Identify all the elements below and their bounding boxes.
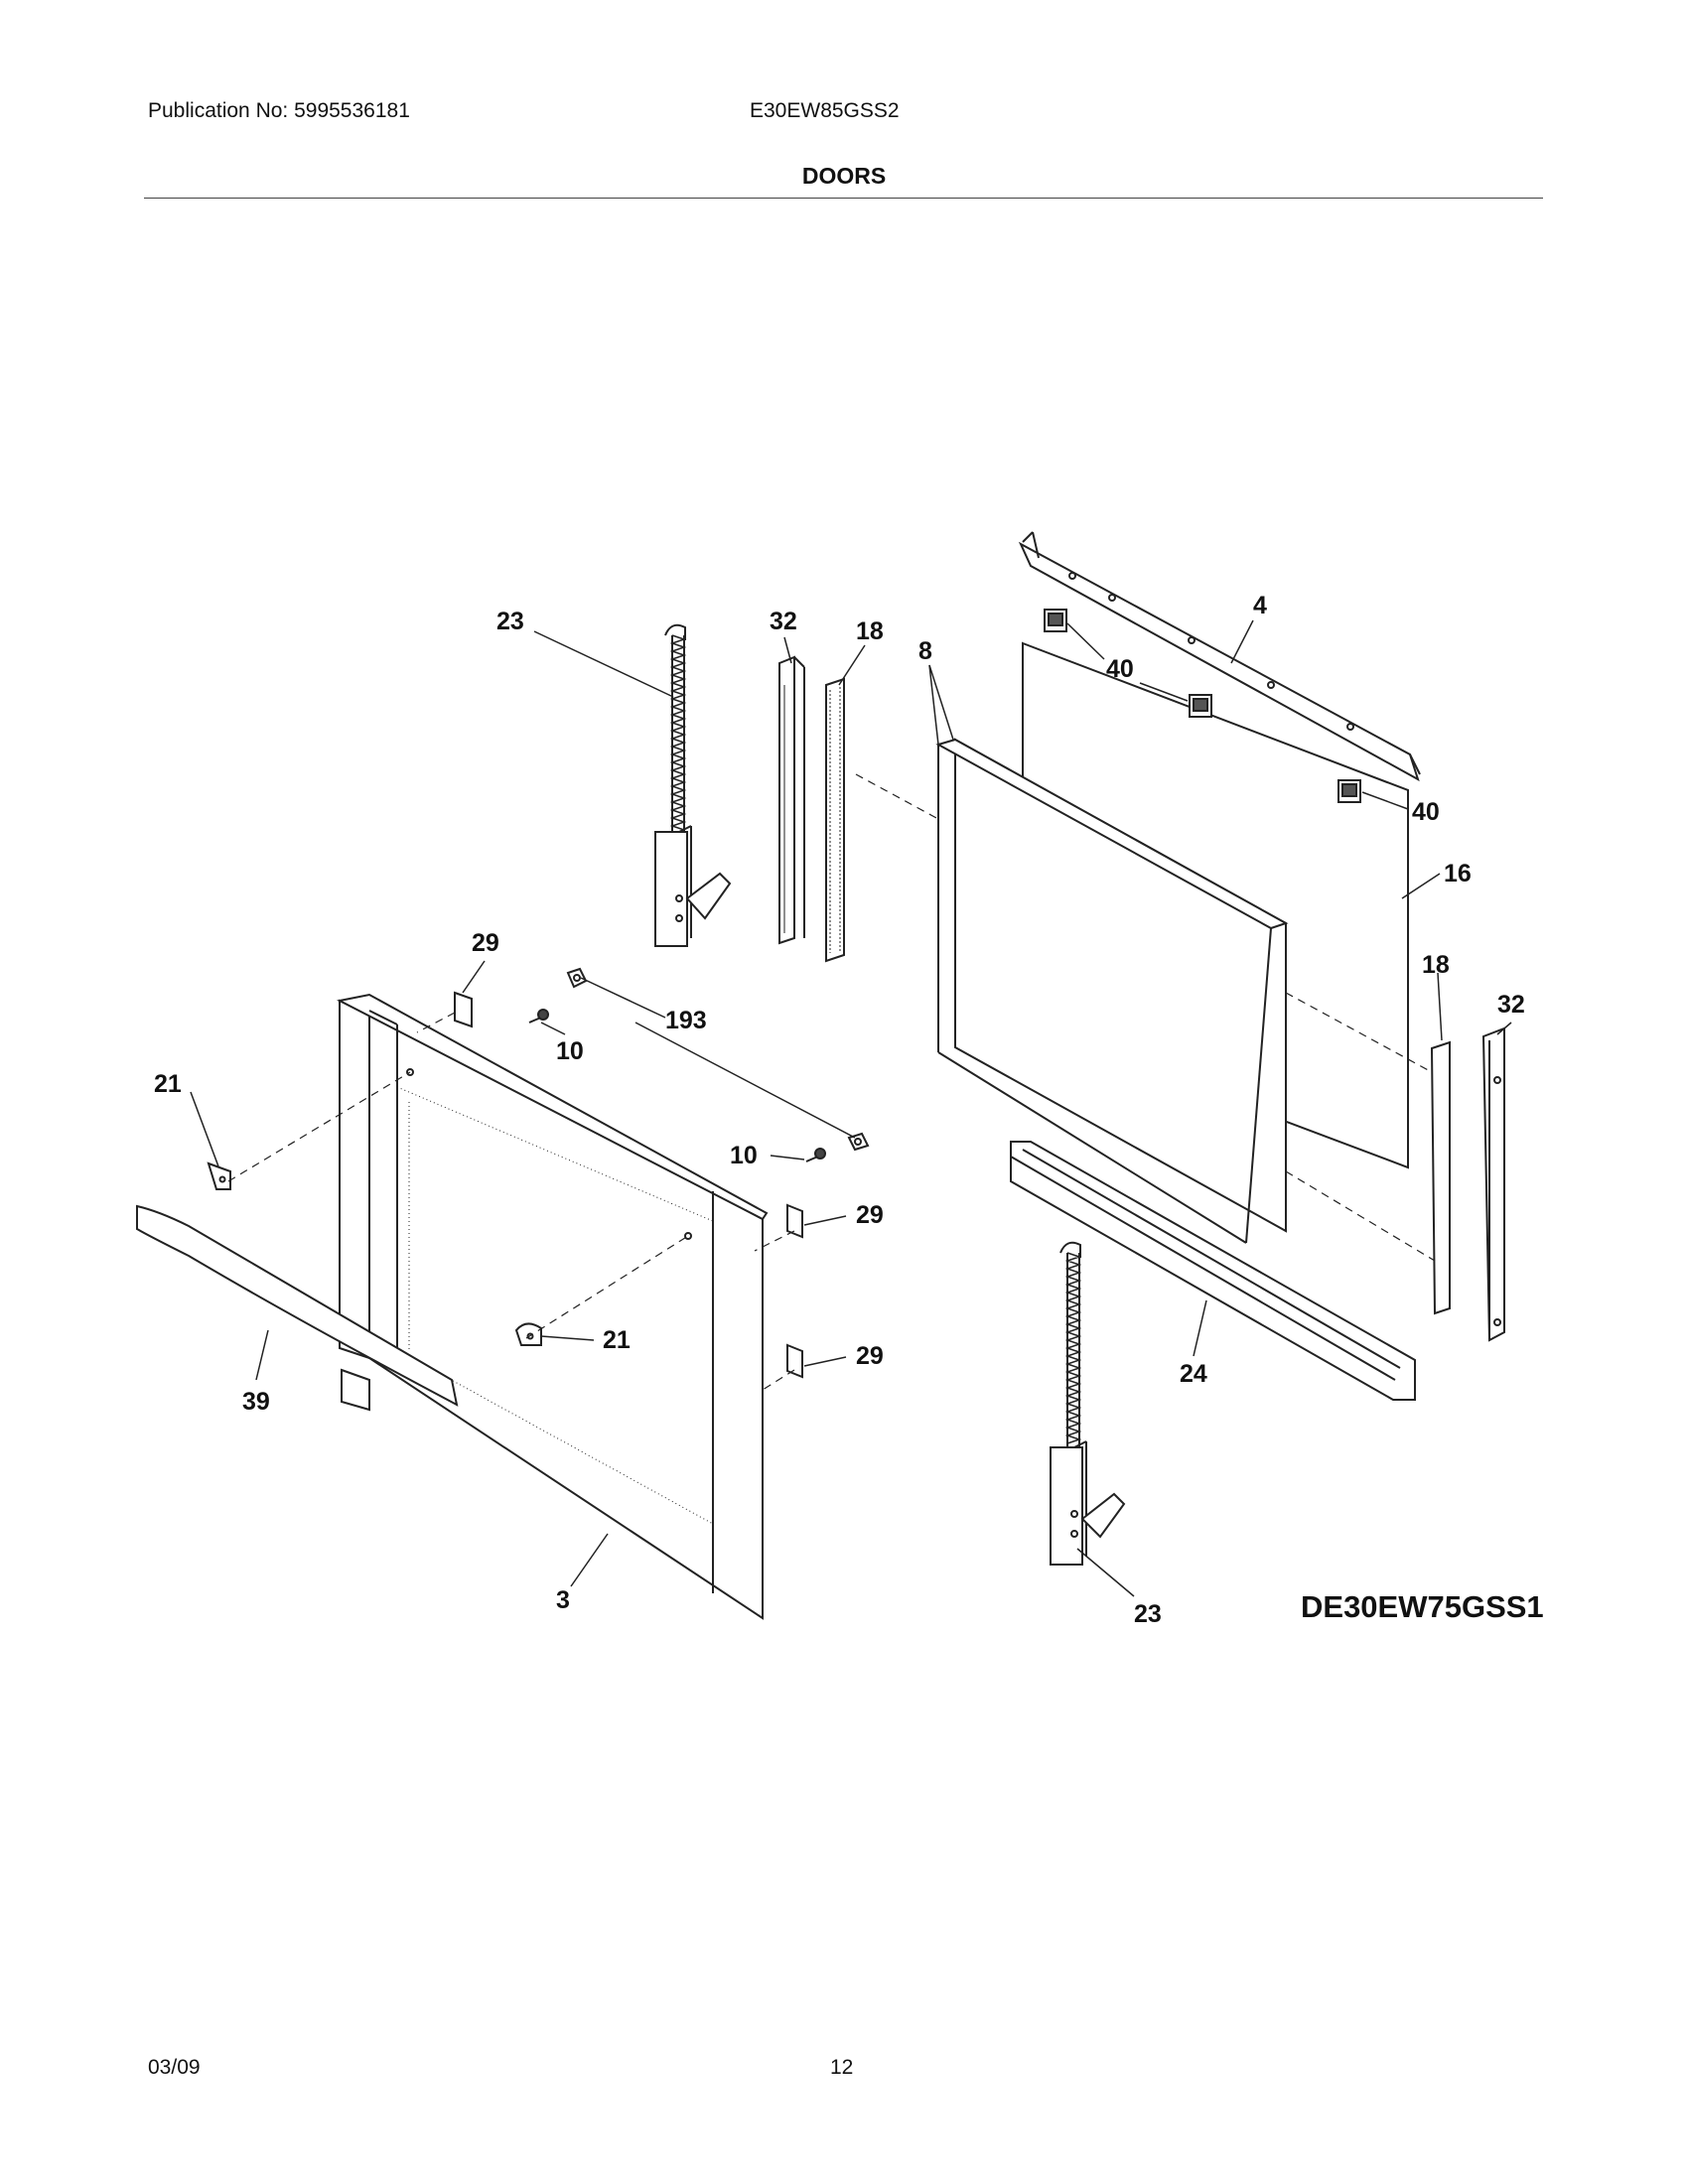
handle-mount-21-right [514, 1322, 542, 1346]
publication-number: Publication No: 5995536181 [148, 99, 410, 122]
callout-193: 193 [665, 1007, 707, 1034]
nut-193-upper [566, 967, 588, 989]
footer-date: 03/09 [148, 2056, 201, 2079]
diagram-id: DE30EW75GSS1 [1301, 1589, 1544, 1624]
callout-18-upper: 18 [856, 617, 884, 645]
callout-23-upper: 23 [496, 608, 524, 635]
bottom-trim-24 [1010, 1141, 1416, 1401]
screw-10-lower [805, 1148, 826, 1162]
callout-16: 16 [1444, 860, 1472, 887]
panel-clip-40-b [1189, 694, 1212, 718]
spacer-pad-29-top [454, 991, 473, 1028]
callout-18-right: 18 [1422, 951, 1450, 979]
insulation-strip-18-upper [825, 677, 845, 963]
page-number: 12 [830, 2056, 854, 2079]
callout-29-top: 29 [472, 929, 499, 957]
spacer-pad-29-lower [786, 1343, 803, 1379]
callout-32-right: 32 [1497, 991, 1525, 1019]
callout-4: 4 [1253, 592, 1267, 619]
callout-23-lower: 23 [1134, 1600, 1162, 1628]
top-support-bracket-4 [1018, 531, 1421, 782]
callout-10-lower: 10 [730, 1142, 758, 1169]
callout-10-upper: 10 [556, 1037, 584, 1065]
handle-mount-21-left [207, 1161, 231, 1190]
screw-10-upper [528, 1009, 549, 1024]
panel-clip-40-a [1044, 609, 1067, 632]
door-hinge-23-upper [654, 623, 732, 947]
side-channel-32-right [1481, 1026, 1505, 1342]
callout-leaders [190, 619, 1512, 1597]
callout-24: 24 [1180, 1360, 1207, 1388]
callout-21-left: 21 [154, 1070, 182, 1098]
callout-40-b: 40 [1412, 798, 1440, 826]
side-channel-32-upper [778, 655, 805, 945]
door-hinge-23-lower [1050, 1241, 1126, 1566]
spacer-pad-29-middle [786, 1203, 803, 1239]
door-liner-panel-8 [935, 738, 1289, 1244]
header-divider [144, 198, 1543, 199]
callout-3: 3 [556, 1586, 570, 1614]
section-title: DOORS [801, 163, 887, 189]
panel-clip-40-c [1337, 779, 1361, 803]
model-number: E30EW85GSS2 [750, 99, 900, 122]
insulation-strip-18-right [1430, 1040, 1451, 1315]
callout-8: 8 [918, 637, 932, 665]
callout-29-lower: 29 [856, 1342, 884, 1370]
callout-39: 39 [242, 1388, 270, 1416]
door-handle-39 [136, 1204, 459, 1412]
callout-40-a: 40 [1106, 655, 1134, 683]
callout-21-right: 21 [603, 1326, 631, 1354]
assembly-guide-lines [227, 773, 1436, 1391]
callout-29-middle: 29 [856, 1201, 884, 1229]
outer-door-panel-3 [337, 993, 769, 1620]
callout-32-upper: 32 [770, 608, 797, 635]
